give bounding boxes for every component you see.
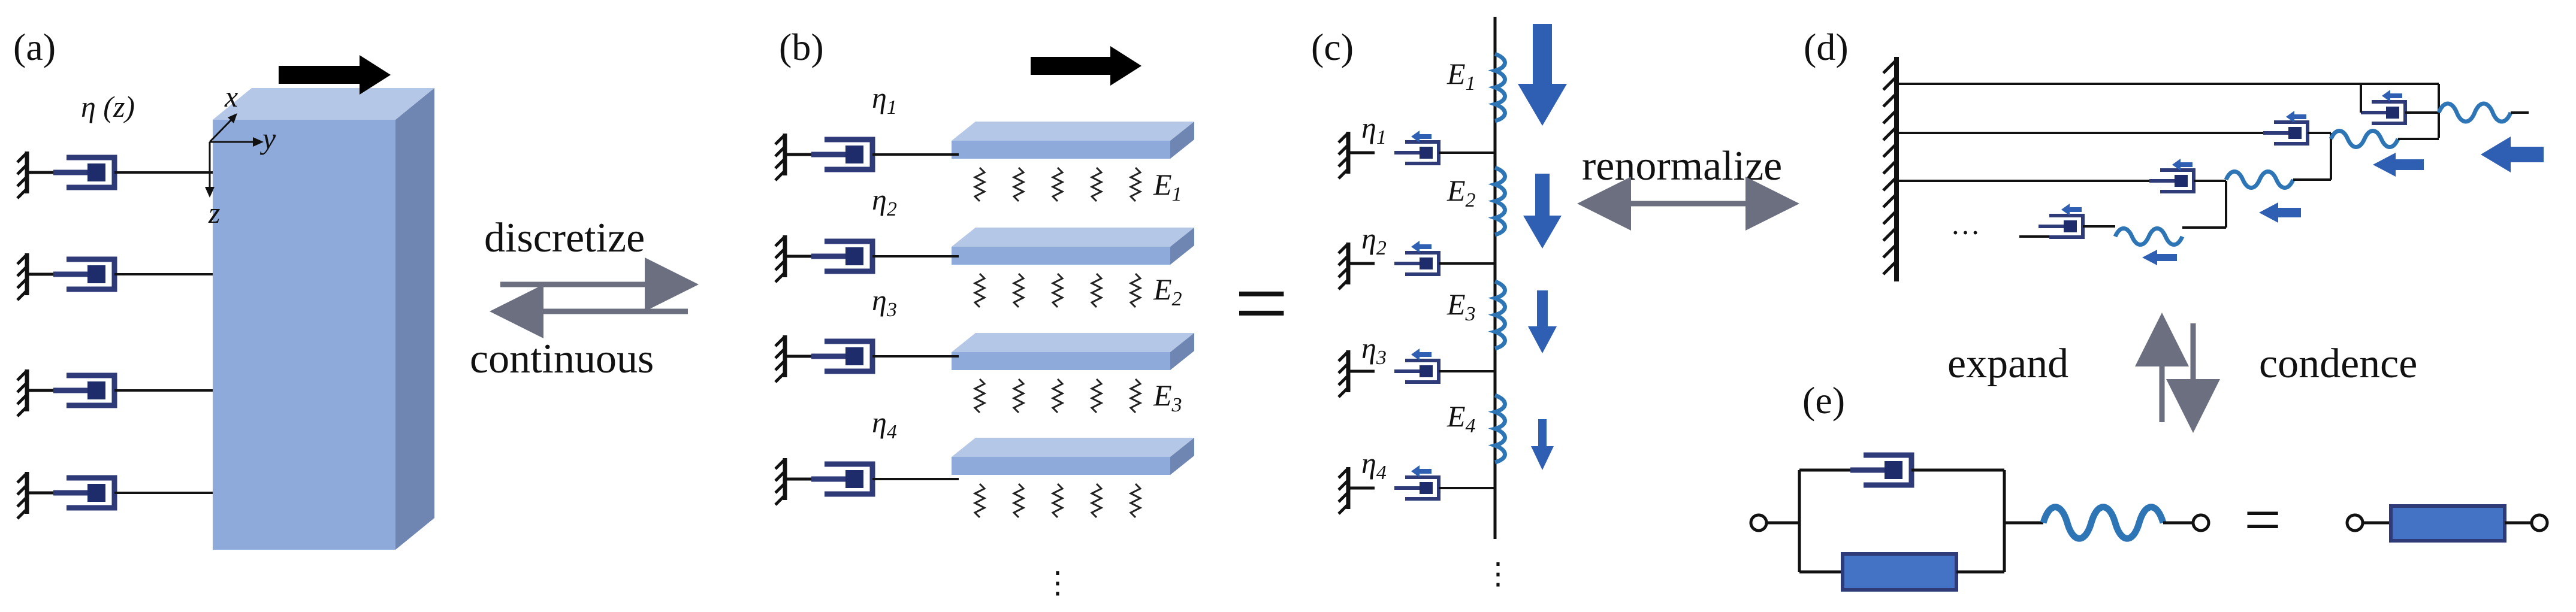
svg-text:η4: η4 (872, 405, 897, 443)
eta-z-label: η (z) (81, 90, 135, 123)
panel-b-E-labels: E1 E2 E3 (1153, 168, 1182, 416)
panel-d-ladder (1896, 83, 2529, 247)
panel-b-label: (b) (779, 26, 824, 68)
axis-y-label: y (259, 122, 276, 155)
panel-c-vdots: ⋮ (1483, 557, 1513, 590)
panel-e-label: (e) (1802, 379, 1845, 422)
svg-text:η2: η2 (1361, 222, 1387, 259)
axis-z-label: z (208, 196, 220, 229)
svg-text:E1: E1 (1446, 57, 1476, 95)
svg-text:η3: η3 (872, 283, 897, 321)
slab (952, 438, 1194, 475)
panel-a-block (213, 88, 434, 550)
panel-a-label: (a) (13, 26, 56, 68)
expand-label: expand (1947, 341, 2068, 387)
svg-text:E3: E3 (1153, 378, 1182, 416)
panel-c-eta-labels: η1 η2 η3 η4 (1361, 111, 1387, 484)
slab (952, 122, 1194, 159)
panel-a-dashpots (17, 152, 213, 519)
dashpot-unit (775, 235, 872, 282)
svg-text:η1: η1 (1361, 111, 1387, 149)
panel-d-label: (d) (1804, 26, 1849, 68)
panel-c-load-arrows (1518, 24, 1567, 470)
panel-e-equivalent (2345, 504, 2549, 543)
svg-text:η2: η2 (872, 183, 897, 220)
dashpot-unit (775, 134, 872, 180)
panel-c-label: (c) (1311, 26, 1354, 68)
panel-a-motion-arrow (279, 55, 391, 95)
dashpot-unit (775, 458, 872, 505)
dashpot-unit (17, 369, 114, 416)
panel-e-equals: = (2244, 483, 2281, 556)
slab (952, 228, 1194, 265)
panel-b-eta-labels: η1 η2 η3 η4 (872, 81, 897, 443)
slab (952, 333, 1194, 370)
dashpot-unit (775, 335, 872, 382)
panel-e-circuit (1749, 455, 2210, 592)
panel-c-dashpots (1339, 131, 1495, 514)
panel-b-vdots: ⋮ (1043, 566, 1073, 599)
panel-b-dashpots (775, 134, 959, 505)
svg-text:η3: η3 (1361, 331, 1387, 369)
continuous-label: continuous (470, 336, 654, 382)
dashpot-unit (17, 472, 114, 519)
svg-text:E3: E3 (1446, 287, 1476, 325)
discretize-label: discretize (484, 215, 645, 261)
condence-label: condence (2259, 341, 2417, 387)
panel-c-springs (1488, 51, 1507, 465)
renormalize-label: renormalize (1582, 143, 1782, 189)
dashpot-unit (17, 152, 114, 198)
dashpot-unit (17, 253, 114, 300)
svg-text:E2: E2 (1153, 272, 1182, 310)
panel-d-wall (1882, 57, 1899, 281)
svg-text:E4: E4 (1446, 399, 1476, 437)
panel-d-ellipsis: ··· (1950, 216, 1980, 249)
panel-b-motion-arrow (1031, 46, 1141, 86)
svg-text:η1: η1 (872, 81, 897, 119)
equals-sign: = (1234, 250, 1288, 356)
panel-a-axes: x y z (205, 80, 276, 229)
panel-d-load-arrows (2061, 90, 2544, 265)
axis-x-label: x (224, 80, 238, 113)
panel-c-E-labels: E1 E2 E3 E4 (1446, 57, 1476, 437)
svg-text:E1: E1 (1153, 168, 1182, 205)
svg-text:E2: E2 (1446, 174, 1476, 211)
svg-text:η4: η4 (1361, 446, 1387, 484)
